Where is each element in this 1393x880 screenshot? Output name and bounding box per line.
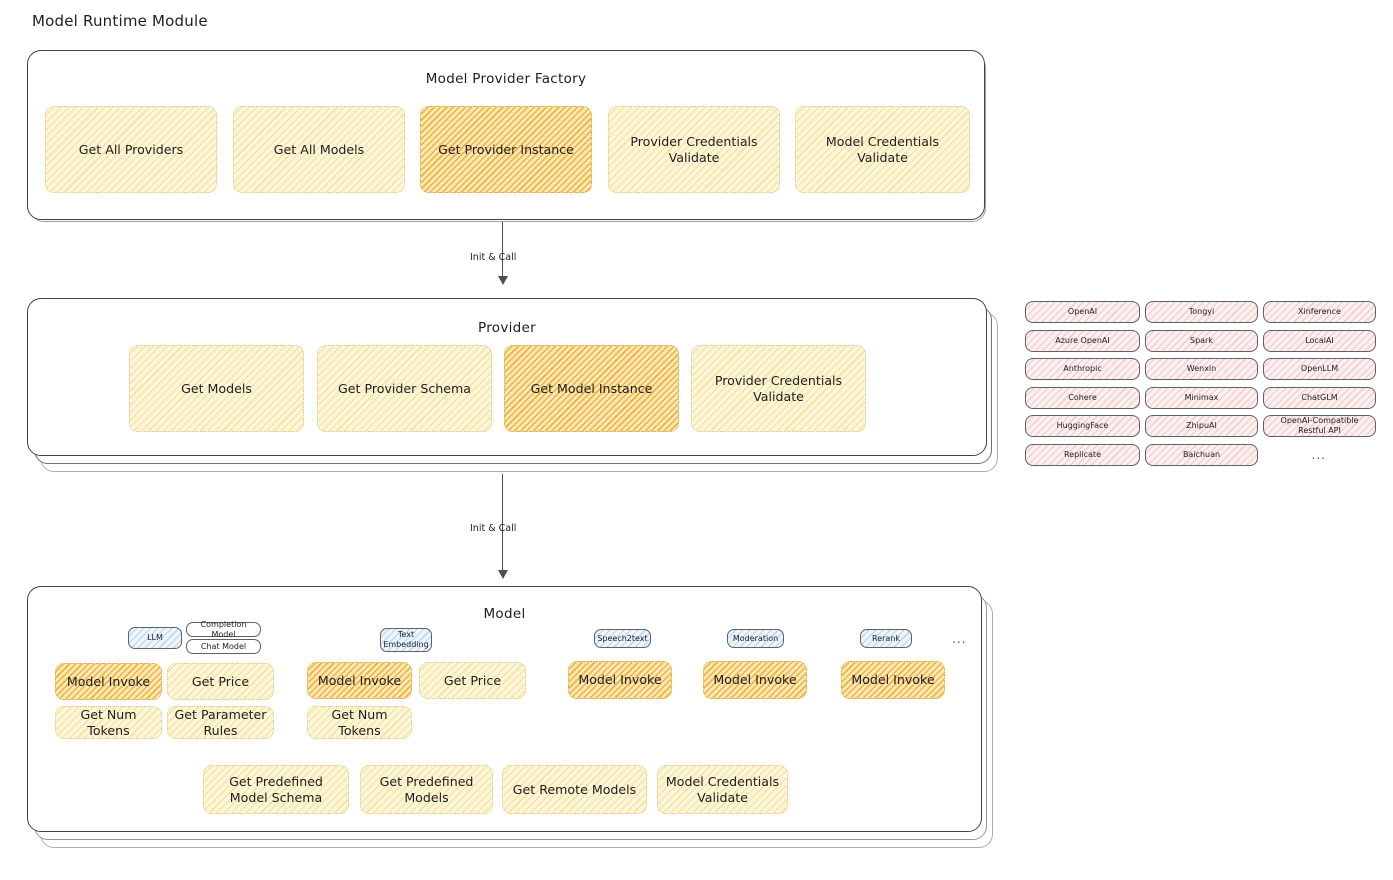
node-get-all-providers[interactable]: Get All Providers (45, 106, 217, 193)
node-model-invoke[interactable]: Model Invoke (703, 661, 807, 699)
provider-chip[interactable]: Xinference (1263, 301, 1376, 323)
provider-chip[interactable]: ChatGLM (1263, 386, 1376, 409)
node-model-credentials-validate[interactable]: Model Credentials Validate (657, 765, 788, 814)
factory-title: Model Provider Factory (425, 71, 587, 87)
node-get-provider-schema[interactable]: Get Provider Schema (317, 345, 492, 432)
node-get-price[interactable]: Get Price (167, 663, 274, 700)
model-subtype-chip[interactable]: Chat Model (186, 639, 261, 654)
provider-chip[interactable]: Baichuan (1145, 444, 1258, 466)
provider-chip[interactable]: Cohere (1025, 386, 1140, 409)
provider-chip[interactable]: Anthropic (1025, 358, 1140, 381)
provider-chip[interactable]: Wenxin (1145, 358, 1258, 381)
node-model-invoke[interactable]: Model Invoke (307, 662, 412, 699)
provider-chip[interactable]: OpenLLM (1263, 358, 1376, 381)
provider-chip[interactable]: HuggingFace (1025, 415, 1140, 438)
provider-chip[interactable]: ZhipuAI (1145, 415, 1258, 438)
provider-chip[interactable]: OpenAI-Compatible Restful API (1263, 415, 1376, 438)
provider-chip[interactable]: Minimax (1145, 386, 1258, 409)
node-get-parameter-rules[interactable]: Get Parameter Rules (167, 706, 274, 739)
model-type-badge[interactable]: Rerank (860, 629, 912, 648)
node-provider-credentials-validate-factory[interactable]: Provider Credentials Validate (608, 106, 780, 193)
arrow-label-init-call-1: Init & Call (470, 252, 517, 263)
provider-title: Provider (478, 320, 536, 336)
arrow-provider-to-model-head (498, 570, 508, 579)
model-type-badge[interactable]: Text Embedding (380, 628, 432, 652)
node-get-price[interactable]: Get Price (419, 662, 526, 699)
provider-chip[interactable]: Replicate (1025, 444, 1140, 466)
provider-list-more-ellipsis: ... (1311, 448, 1326, 462)
model-title: Model (483, 606, 526, 622)
model-type-badge[interactable]: Speech2text (594, 629, 651, 648)
node-get-models[interactable]: Get Models (129, 345, 304, 432)
arrow-label-init-call-2: Init & Call (470, 523, 517, 534)
node-get-num-tokens[interactable]: Get Num Tokens (307, 706, 412, 739)
node-provider-credentials-validate[interactable]: Provider Credentials Validate (691, 345, 866, 432)
provider-chip[interactable]: LocalAI (1263, 329, 1376, 352)
node-model-invoke[interactable]: Model Invoke (568, 661, 672, 699)
arrow-factory-to-provider-line (502, 222, 504, 280)
provider-chip[interactable]: Azure OpenAI (1025, 329, 1140, 352)
node-get-remote-models[interactable]: Get Remote Models (502, 765, 647, 814)
model-type-badge[interactable]: Moderation (727, 629, 784, 648)
node-get-predefined-models[interactable]: Get Predefined Models (360, 765, 493, 814)
provider-chip[interactable]: OpenAI (1025, 301, 1140, 323)
node-model-invoke[interactable]: Model Invoke (841, 661, 945, 699)
page-title: Model Runtime Module (32, 12, 208, 30)
node-get-num-tokens[interactable]: Get Num Tokens (55, 706, 162, 739)
node-get-all-models[interactable]: Get All Models (233, 106, 405, 193)
arrow-provider-to-model-line (502, 474, 504, 574)
provider-chip[interactable]: Tongyi (1145, 301, 1258, 323)
node-get-predefined-model-schema[interactable]: Get Predefined Model Schema (203, 765, 349, 814)
node-get-provider-instance[interactable]: Get Provider Instance (420, 106, 592, 193)
node-model-credentials-validate-factory[interactable]: Model Credentials Validate (795, 106, 970, 193)
model-type-badge[interactable]: LLM (128, 627, 182, 649)
model-types-more-ellipsis: ... (952, 632, 967, 646)
arrow-factory-to-provider-head (498, 276, 508, 285)
model-subtype-chip[interactable]: Completion Model (186, 620, 261, 639)
node-model-invoke[interactable]: Model Invoke (55, 663, 162, 700)
provider-chip[interactable]: Spark (1145, 329, 1258, 352)
node-get-model-instance[interactable]: Get Model Instance (504, 345, 679, 432)
